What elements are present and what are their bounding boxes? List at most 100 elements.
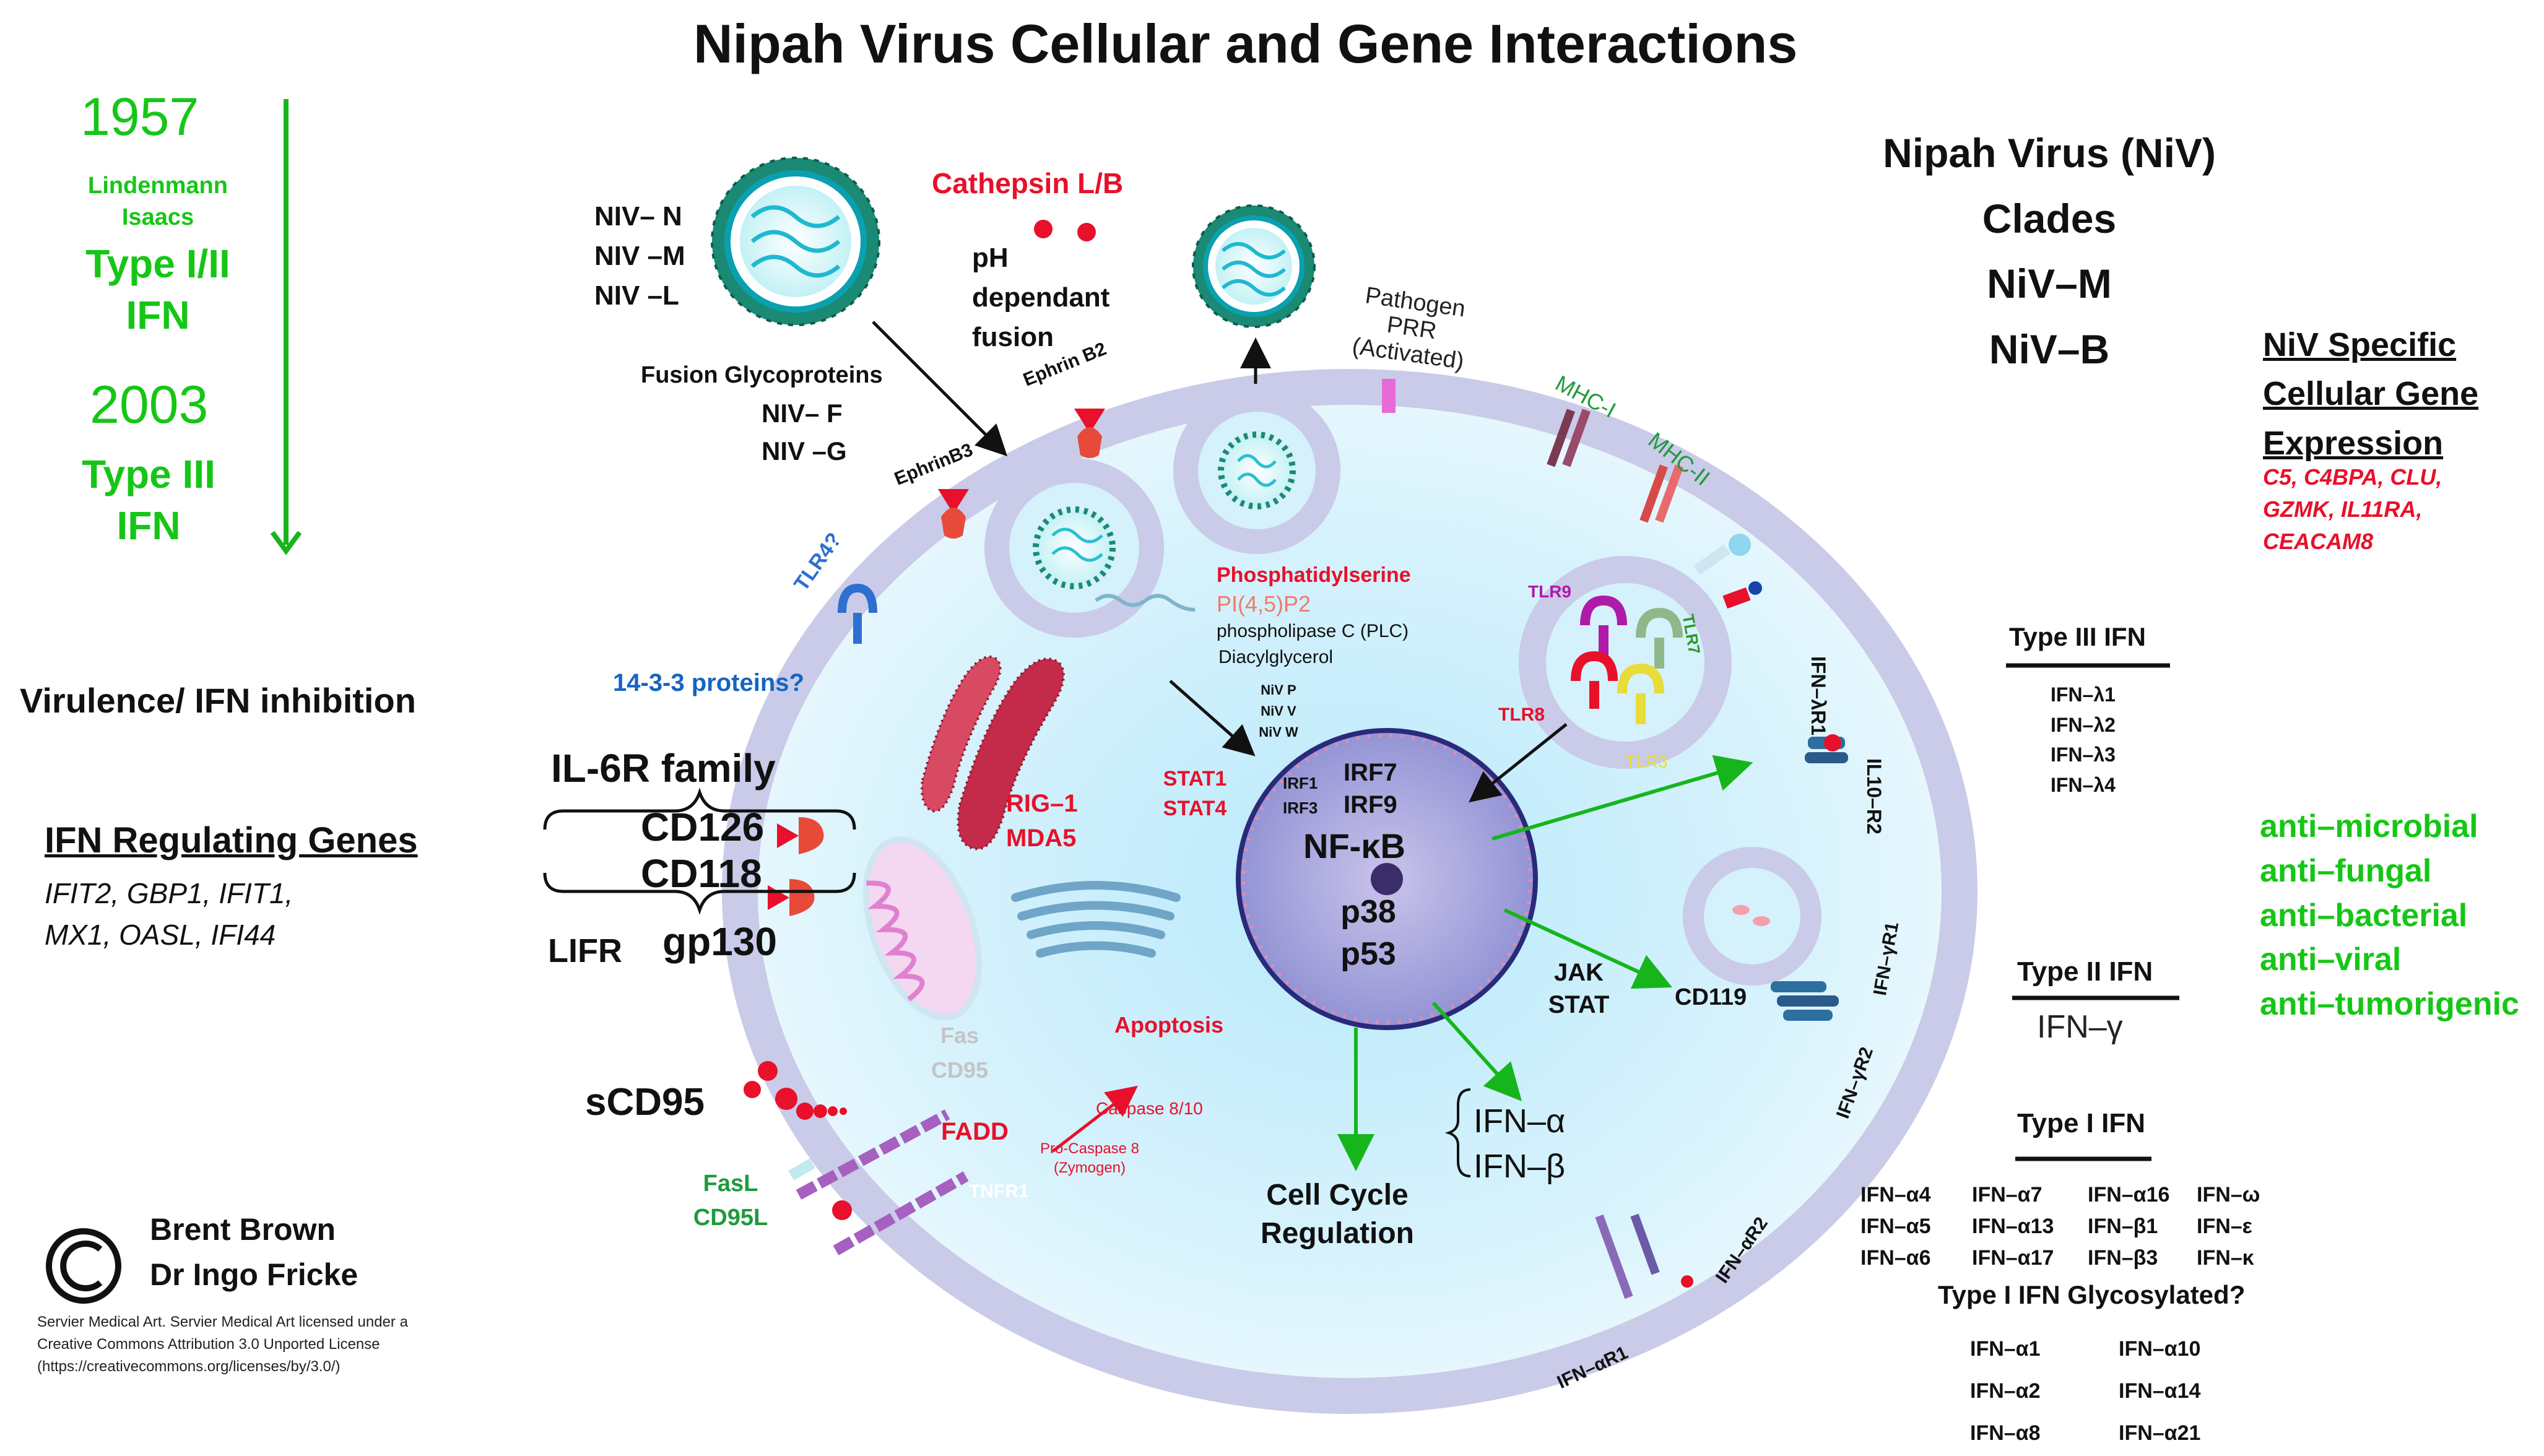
mitochondrion: [862, 836, 983, 1021]
ephrin-b3-receptor: [938, 489, 969, 539]
pip2-label: PI(4,5)P2: [1217, 591, 1311, 617]
mhc1-molecule: [1547, 409, 1591, 467]
cd126-label: CD126: [641, 805, 765, 849]
golgi-apparatus: [1011, 881, 1181, 958]
type2-ifn-item: IFN–γ: [2037, 1009, 2123, 1045]
ifn-gamma-receptor: [1771, 981, 1839, 1021]
cd126-receptor: [777, 817, 824, 854]
membrane-marker-4: [1748, 581, 1762, 595]
caspase-label: Caspase 8/10: [1096, 1099, 1203, 1118]
virion-entering: [711, 157, 880, 326]
virulence-label: Virulence/ IFN inhibition: [20, 681, 416, 720]
timeline-year-1957: 1957: [80, 87, 199, 147]
nucleus: [1236, 728, 1538, 1030]
il6r-family-label: IL-6R family: [551, 746, 776, 791]
viral-rna: [1095, 594, 1196, 612]
tlr8-shape: [1571, 651, 1618, 709]
tlr-arrow: [1469, 723, 1568, 803]
niv-specific-genes: C5, C4BPA, CLU,GZMK, IL11RA,CEACAM8: [2263, 464, 2442, 555]
tlr8-label: TLR8: [1498, 704, 1545, 725]
mhc2-molecule: [1639, 464, 1683, 523]
tnfr1-label: TNFR1: [969, 1181, 1029, 1202]
procaspase-label: Pro-Caspase 8(Zymogen): [1040, 1140, 1140, 1177]
timeline-arrow: [270, 99, 302, 555]
ifn-lambda-arrow: [1491, 755, 1753, 841]
tlr7-shape: [1636, 607, 1683, 669]
lifr-label: LIFR: [548, 932, 622, 969]
gp130-label: gp130: [662, 919, 777, 964]
timeline-year-2003: 2003: [90, 375, 209, 435]
fas-receptors: [788, 1109, 969, 1255]
ifn-alpha-beta-arrow: [1431, 1001, 1522, 1101]
type2-ifn-title: Type II IFN: [2017, 956, 2153, 987]
niv-protein-arrow: [1169, 680, 1256, 756]
cd118-label: CD118: [641, 851, 762, 896]
scd95-dots: [744, 1061, 852, 1220]
membrane-marker-2: [1693, 544, 1730, 575]
cathepsin-dot-1: [1034, 220, 1053, 238]
copyright-icon: [46, 1228, 121, 1304]
tlr9-label: TLR9: [1528, 582, 1571, 601]
ifn-lambda-r1-label: IFN–λR1: [1807, 656, 1830, 736]
entry-arrow: [872, 321, 1008, 457]
tlr3-label: TLR3: [1625, 752, 1668, 771]
apoptosis-arrow: [1051, 1085, 1138, 1153]
type3-ifn-title: Type III IFN: [2009, 622, 2146, 651]
ifn-ab-brace: [1444, 1088, 1471, 1177]
fusion-glycoproteins-title: Fusion Glycoproteins: [641, 362, 883, 388]
jak-stat-arrow: [1503, 908, 1672, 989]
credits-license: Servier Medical Art. Servier Medical Art…: [37, 1314, 408, 1375]
dag-label: Diacylglycerol: [1218, 647, 1334, 667]
virion-released: [1192, 204, 1316, 328]
cathepsin-dot-2: [1077, 223, 1096, 241]
membrane-marker-1: [1729, 534, 1751, 556]
nfkb-label: NF-κB: [1303, 826, 1405, 865]
vesicle-right: [1683, 847, 1821, 986]
apoptosis-label: Apoptosis: [1114, 1012, 1223, 1038]
tlr4-receptor: [838, 583, 877, 644]
ifn-regulating-genes-title: IFN Regulating Genes: [45, 820, 418, 860]
type1-ifn-title: Type I IFN: [2017, 1108, 2145, 1138]
scd95-label: sCD95: [585, 1081, 705, 1124]
tlr9-shape: [1580, 595, 1627, 656]
ifn-regulating-genes-list: IFIT2, GBP1, IFIT1,MX1, OASL, IFI44: [45, 877, 293, 951]
ifn-lambda-receptor: [1805, 734, 1848, 763]
prr-marker: [1382, 379, 1396, 413]
cathepsin-label: Cathepsin L/B: [932, 167, 1124, 199]
page-title: Nipah Virus Cellular and Gene Interactio…: [693, 13, 1798, 74]
proteins-14-3-3-label: 14-3-3 proteins?: [613, 669, 804, 696]
il10-r2-label: IL10–R2: [1863, 758, 1885, 834]
ephrin-b2-receptor: [1074, 409, 1105, 458]
cd119-label: CD119: [1675, 984, 1747, 1010]
phosphatidylserine-label: Phosphatidylserine: [1217, 563, 1411, 587]
ifn-alpha-receptor: [1595, 1213, 1693, 1299]
endosome-top: [1173, 387, 1340, 554]
fadd-label: FADD: [941, 1118, 1009, 1145]
endosome-left: [984, 458, 1164, 638]
